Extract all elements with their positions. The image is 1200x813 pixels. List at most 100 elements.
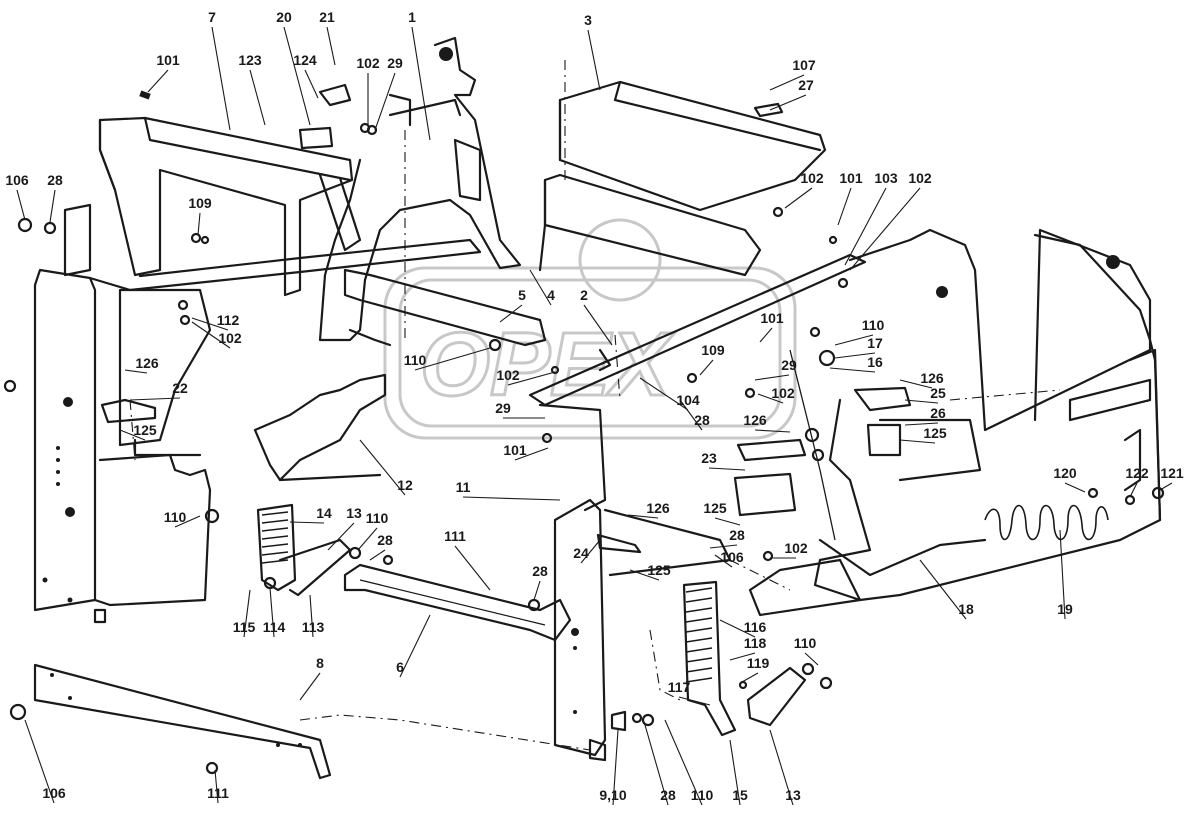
part-number-label: 101: [156, 52, 180, 68]
leader-line: [741, 672, 759, 683]
leader-line: [769, 729, 794, 806]
leader-line: [507, 371, 556, 386]
watermark-gear: [578, 218, 662, 302]
part-number-label: 107: [792, 57, 816, 73]
part-number-label: 109: [188, 195, 212, 211]
leader-line: [709, 544, 738, 549]
leader-line: [369, 549, 386, 561]
part-number-label: 102: [908, 170, 932, 186]
leader-line: [283, 26, 311, 126]
watermark-inner-frame: [398, 278, 782, 428]
leader-line: [16, 189, 26, 221]
part-number-label: 110: [862, 317, 885, 333]
part-number-label: 25: [930, 385, 946, 401]
leader-line: [147, 69, 169, 93]
leader-line: [119, 429, 146, 441]
part-number-label: 101: [503, 442, 527, 458]
leader-line: [829, 367, 876, 373]
part-number-label: 102: [356, 55, 380, 71]
part-3-top-cover: [538, 80, 827, 277]
leader-line: [191, 317, 229, 331]
part-6-rod: [343, 563, 572, 642]
part-1-center-frame: [318, 36, 522, 342]
leader-line: [1059, 529, 1066, 620]
part-number-label: 7: [208, 9, 216, 25]
part-number-label: 111: [207, 785, 229, 801]
leader-line: [411, 26, 431, 141]
leader-line: [326, 26, 336, 66]
leader-line: [243, 589, 251, 638]
leader-line: [289, 521, 325, 524]
part-number-label: 20: [276, 9, 292, 25]
spring-19: [818, 504, 1109, 577]
part-number-label: 104: [676, 392, 700, 408]
part-number-label: 27: [798, 77, 814, 93]
leader-line: [837, 187, 852, 226]
leader-line: [414, 347, 491, 371]
part-number-label: 8: [316, 655, 324, 671]
part-number-label: 13: [785, 787, 801, 803]
leader-line: [679, 399, 703, 431]
fasteners: [3, 83, 1165, 775]
part-number-label: 102: [771, 385, 795, 401]
leader-line: [269, 587, 275, 638]
leader-line: [919, 559, 967, 620]
part-number-label: 125: [923, 425, 947, 441]
part-number-label: 114: [263, 619, 286, 635]
part-number-label: 122: [1125, 465, 1149, 481]
leader-line: [211, 26, 231, 131]
part-number-label: 12: [397, 477, 413, 493]
leader-line: [514, 447, 549, 461]
part-number-label: 23: [701, 450, 717, 466]
leader-line: [714, 554, 733, 568]
leader-line: [754, 429, 791, 433]
part-number-label: 4: [547, 287, 555, 303]
part-number-label: 16: [867, 354, 883, 370]
part-number-label: 110: [794, 635, 817, 651]
leader-line: [327, 522, 355, 551]
leader-line: [214, 769, 219, 804]
leader-line: [904, 422, 939, 426]
leader-line: [374, 72, 396, 131]
leader-line: [719, 619, 756, 638]
part-number-label: 106: [720, 549, 744, 565]
leader-line: [754, 374, 790, 381]
part-number-label: 125: [703, 500, 727, 516]
part-number-label: 22: [172, 380, 188, 396]
part-number-label: 28: [694, 412, 710, 428]
part-number-label: 24: [573, 545, 589, 561]
leader-line: [174, 515, 201, 528]
part-number-label: 14: [316, 505, 332, 521]
leader-line: [191, 321, 231, 349]
leader-line: [533, 580, 541, 601]
part-number-label: 13: [346, 505, 362, 521]
assembly-centerlines: [129, 60, 1061, 751]
leader-line: [804, 652, 819, 666]
leader-line: [612, 729, 619, 806]
part-8-bottom-plate: [33, 663, 332, 780]
part-number-label: 109: [701, 342, 725, 358]
leader-line: [24, 719, 55, 804]
leader-line: [309, 594, 314, 638]
leader-line: [639, 377, 689, 411]
leader-line: [304, 69, 319, 99]
leader-line: [757, 393, 784, 404]
watermark: ОРЕХ: [383, 218, 797, 440]
leader-line: [714, 517, 741, 526]
part-number-label: 28: [47, 172, 63, 188]
part-12-bracket: [253, 373, 387, 482]
part-number-label: 28: [377, 532, 393, 548]
leader-line: [299, 672, 321, 701]
leader-line: [784, 187, 813, 209]
part-number-label: 110: [164, 509, 187, 525]
leader-line: [644, 724, 669, 806]
part-number-label: 5: [518, 287, 526, 303]
leader-line: [708, 467, 746, 471]
part-number-label: 116: [744, 619, 767, 635]
spring-116: [682, 580, 807, 737]
part-number-label: 9,10: [599, 787, 626, 803]
leader-line: [583, 304, 613, 346]
part-number-label: 125: [133, 422, 157, 438]
part-number-label: 125: [647, 562, 671, 578]
